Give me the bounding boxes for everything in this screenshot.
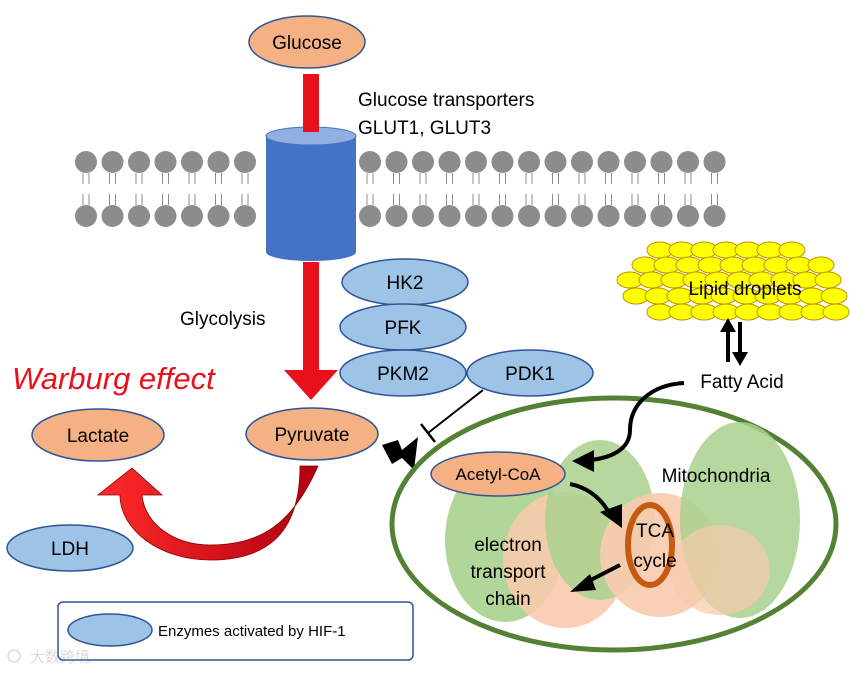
lipid-head [650, 205, 673, 227]
glucose-import-arrow [303, 74, 319, 132]
lipid-droplet [807, 256, 835, 274]
lipid-head [181, 151, 203, 173]
lipid-head [544, 205, 567, 227]
lipid-head [544, 151, 567, 173]
svg-text:PFK: PFK [385, 318, 422, 339]
lipid-head [128, 151, 150, 173]
lipid-head [518, 205, 540, 227]
pdk1-inhibition [420, 389, 484, 443]
lipid-head [207, 205, 230, 227]
lipid-head [438, 205, 461, 227]
lipid-droplets [616, 241, 850, 321]
lipid-head [234, 151, 256, 173]
lipid-droplet [820, 287, 848, 305]
fatty-acid-label: Fatty Acid [700, 372, 783, 393]
svg-text:大数跨境: 大数跨境 [30, 648, 90, 666]
svg-text:Acetyl-CoA: Acetyl-CoA [455, 465, 541, 484]
lipid-head [571, 205, 593, 227]
lipid-head [181, 205, 203, 227]
svg-text:PKM2: PKM2 [377, 364, 429, 385]
enzyme-hk2: HK2 [341, 258, 469, 306]
enzyme-pkm2: PKM2 [339, 349, 467, 397]
lipid-head [650, 151, 673, 173]
glycolysis-arrow [284, 262, 338, 400]
lipid-head [359, 205, 381, 227]
lipid-head [624, 151, 646, 173]
lipid-head [154, 205, 177, 227]
transporters-label-line1: Glucose transporters [358, 90, 534, 111]
enzyme-pdk1: PDK1 [466, 349, 594, 397]
lipid-head [128, 205, 150, 227]
lipid-head [703, 151, 726, 173]
glycolysis-label: Glycolysis [180, 309, 266, 330]
svg-text:Pyruvate: Pyruvate [275, 425, 350, 446]
enzyme-pfk: PFK [339, 303, 467, 351]
svg-text:TCA: TCA [636, 521, 674, 542]
glucose-node: Glucose [248, 15, 366, 69]
lipid-head [207, 151, 230, 173]
svg-text:PDK1: PDK1 [505, 364, 555, 385]
lipid-head [75, 151, 97, 173]
legend: Enzymes activated by HIF-1 [57, 601, 414, 661]
lipid-head [101, 205, 124, 227]
svg-text:LDH: LDH [51, 539, 89, 560]
legend-enzyme-swatch [67, 613, 153, 647]
svg-text:HK2: HK2 [387, 273, 424, 294]
lipid-head [75, 205, 97, 227]
glucose-transporter [265, 126, 357, 261]
lipid-head [465, 151, 487, 173]
enzyme-ldh: LDH [6, 524, 134, 572]
lipid-head [677, 205, 699, 227]
svg-text:cycle: cycle [633, 551, 676, 572]
lipid-droplet [814, 271, 842, 289]
acetyl-coa-node: Acetyl-CoA [430, 451, 566, 497]
lipid-head [703, 205, 726, 227]
cell-membrane [75, 151, 726, 227]
lipid-head [412, 205, 434, 227]
acetyl-to-tca-arrow [569, 482, 622, 528]
lipid-droplet [778, 241, 806, 259]
lipid-head [412, 151, 434, 173]
lipid-droplet [822, 303, 850, 321]
lipid-head [359, 151, 381, 173]
lactate-node: Lactate [31, 408, 165, 462]
lipid-head [101, 151, 124, 173]
mitochondria-label: Mitochondria [662, 466, 771, 487]
lipid-head [624, 205, 646, 227]
lipid-head [597, 205, 620, 227]
legend-text: Enzymes activated by HIF-1 [158, 623, 346, 640]
pyruvate-node: Pyruvate [245, 407, 379, 461]
lipid-fatty-acid-exchange-arrows [720, 318, 748, 366]
lipid-head [465, 205, 487, 227]
tca-to-etc-arrow [570, 563, 621, 592]
pyruvate-to-lactate-arrow [96, 465, 319, 561]
lipid-head [491, 205, 514, 227]
etc-label-line3: chain [485, 589, 530, 610]
lipid-head [677, 151, 699, 173]
lipid-head [491, 151, 514, 173]
etc-label-line1: electron [474, 535, 542, 556]
watermark: 大数跨境 [7, 648, 90, 666]
lipid-head [571, 151, 593, 173]
lipid-head [234, 205, 256, 227]
mitochondrion [389, 395, 839, 653]
transporters-label-line2: GLUT1, GLUT3 [358, 118, 491, 139]
lipid-droplets-label: Lipid droplets [688, 279, 801, 300]
etc-label-line2: transport [471, 562, 547, 583]
lipid-head [597, 151, 620, 173]
tca-cycle: TCA cycle [625, 502, 677, 588]
fatty-acid-to-acetyl-arrow [572, 381, 685, 472]
svg-text:Lactate: Lactate [67, 426, 129, 447]
lipid-head [154, 151, 177, 173]
lipid-head [438, 151, 461, 173]
glucose-label: Glucose [272, 33, 342, 54]
warburg-effect-label: Warburg effect [12, 361, 216, 396]
lipid-head [518, 151, 540, 173]
lipid-head [385, 205, 408, 227]
lipid-head [385, 151, 408, 173]
pyruvate-to-mito-arrow [382, 437, 418, 470]
